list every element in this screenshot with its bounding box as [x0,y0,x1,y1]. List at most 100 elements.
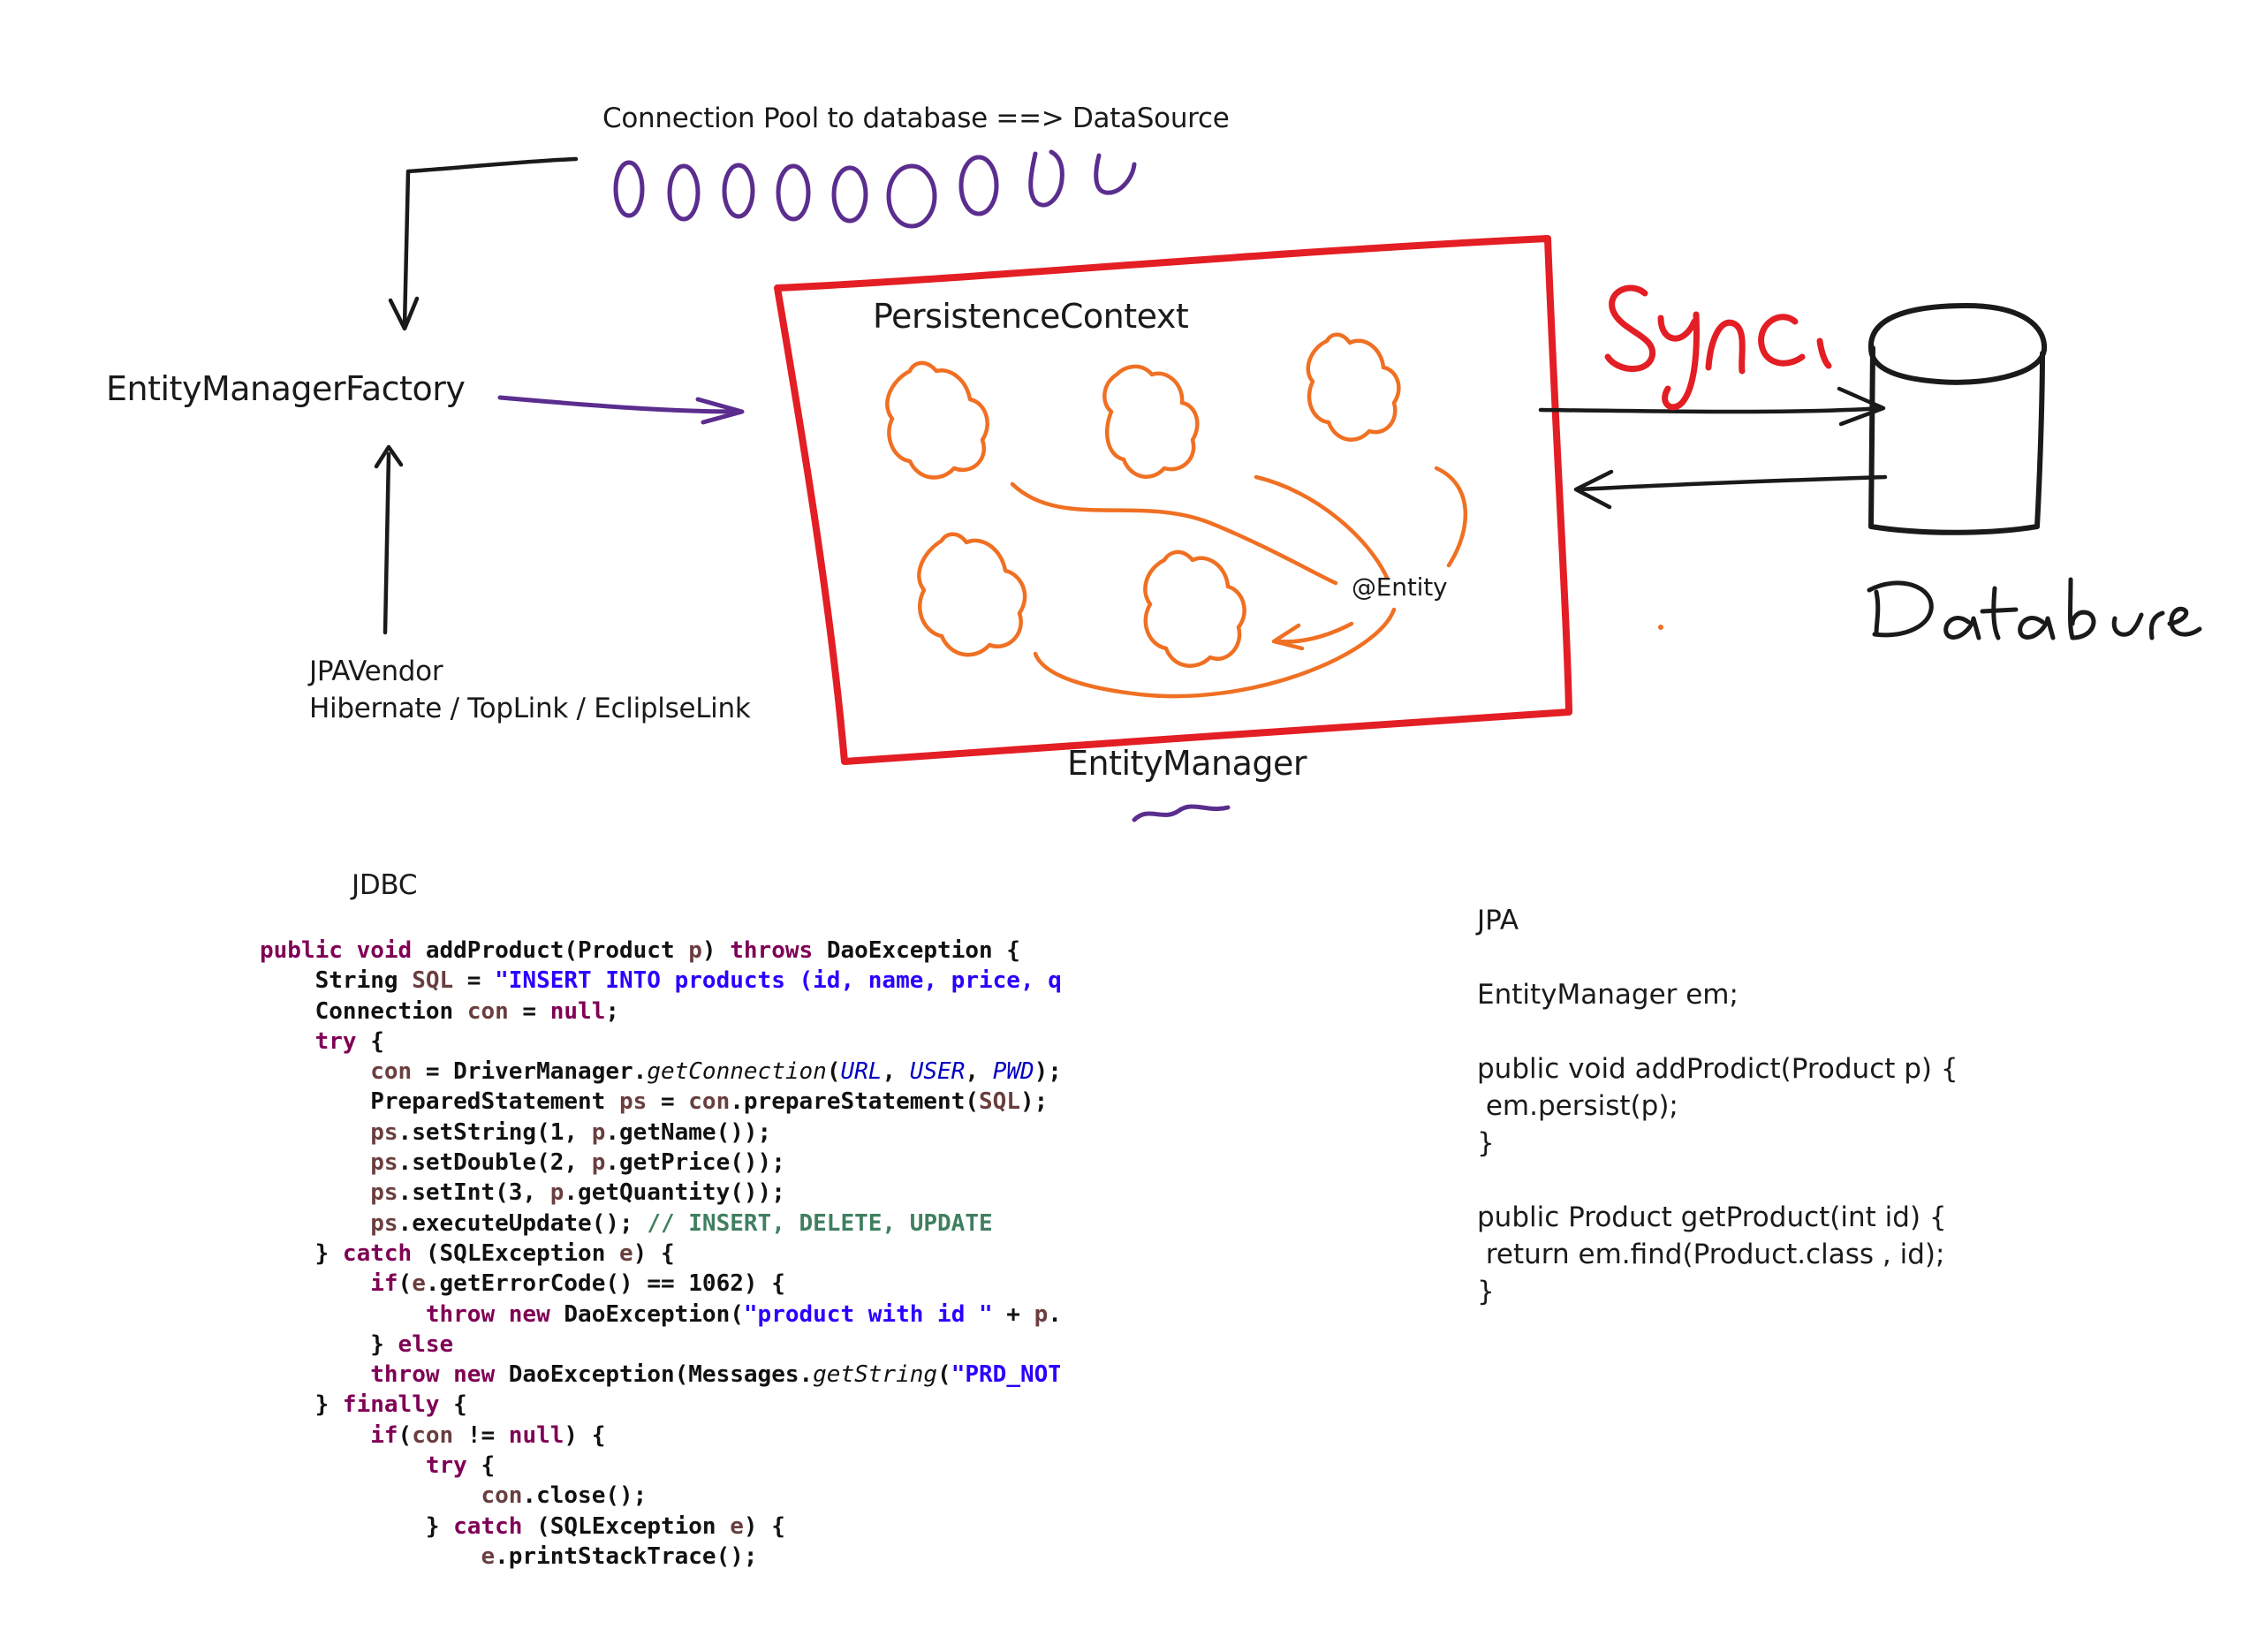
code-line: String SQL = "INSERT INTO products (id, … [260,966,1060,996]
code-token: DaoException { [826,937,1020,964]
code-line: throw new DaoException(Messages.getStrin… [260,1360,1060,1390]
code-token: try [314,1027,357,1055]
jpa-line [1477,1016,1958,1053]
code-token: { [439,1391,467,1419]
code-token: DaoException( [564,1300,744,1328]
code-token: con [466,997,509,1025]
code-token: .close(); [522,1482,648,1510]
code-line: } else [260,1330,1060,1360]
code-token: , [882,1058,910,1086]
connection-pool-label: Connection Pool to database ==> DataSour… [602,102,1230,134]
code-line: } catch (SQLException e) { [260,1239,1060,1269]
entity-blob-2 [1102,364,1200,479]
code-token: con [412,1421,454,1449]
jpa-line: } [1477,1127,1495,1159]
jdbc-code-block: public void addProduct(Product p) throws… [260,936,1060,1572]
code-line: PreparedStatement ps = con.prepareStatem… [260,1087,1060,1117]
code-token: , [965,1058,993,1086]
code-token: = [453,967,496,995]
code-token: ps [370,1209,398,1237]
code-token: // INSERT, DELETE, UPDATE [647,1209,993,1237]
jpa-vendor-label: JPAVendor [309,655,443,687]
jdbc-title: JDBC [352,869,418,901]
code-token [260,1179,370,1206]
code-token: ) { [743,1512,785,1540]
code-token: ps [370,1118,398,1146]
code-line: throw new DaoException("product with id … [260,1300,1060,1330]
code-token: catch [453,1512,523,1540]
code-line: e.printStackTrace(); [260,1542,1060,1572]
code-token: } [260,1239,343,1267]
code-token [260,1422,370,1449]
jpa-title: JPA [1477,905,1519,936]
code-line: if(e.getErrorCode() == 1062) { [260,1269,1060,1299]
jpa-vendor-list: Hibernate / TopLink / EcliplseLink [309,693,751,724]
database-icon [1867,303,2048,535]
persistence-context-box [774,235,1572,765]
jpa-line: public void addProdict(Product p) { [1477,1053,1958,1085]
code-token: "product with id " [743,1300,993,1328]
code-token: public void [260,937,426,964]
entity-annotation-label: @Entity [1352,572,1448,602]
code-token: "PRD_NOT_A [951,1361,1060,1389]
code-token: e [412,1270,426,1298]
code-token: .setString(1, [398,1118,592,1146]
code-token: SQL [412,967,454,995]
code-line: public void addProduct(Product p) throws… [260,936,1060,966]
code-line: } finally { [260,1390,1060,1420]
code-token [260,1543,481,1570]
code-token: } [260,1512,454,1540]
code-line: ps.setDouble(2, p.getPrice()); [260,1148,1060,1178]
code-token: ( [398,1270,413,1298]
code-token: throw new [370,1361,509,1389]
jpa-line [1477,1164,1958,1201]
code-token: .setInt(3, [398,1179,550,1207]
entity-manager-underline [1132,804,1231,822]
code-token: String [260,967,413,995]
code-line: try { [260,1027,1060,1057]
code-token: ; [605,997,620,1025]
code-token: = [508,997,550,1025]
code-token [260,1149,370,1176]
code-token: null [508,1421,564,1449]
sync-label [1604,284,1832,411]
code-token: (SQLException [412,1239,620,1267]
entity-blob-1 [885,360,989,480]
code-token: con [688,1088,731,1116]
vendor-to-emf-arrow [374,444,404,635]
code-token: .getQuantity()); [564,1179,785,1207]
code-line: ps.executeUpdate(); // INSERT, DELETE, U… [260,1209,1060,1239]
code-token: ( [826,1058,841,1086]
jpa-code-block: JPA EntityManager em; public void addPro… [1477,905,1958,1313]
code-token [260,1452,426,1479]
code-token: + [992,1300,1034,1328]
code-token: .getName()); [605,1118,772,1146]
entity-blob-4 [917,532,1027,657]
jpa-line: } [1477,1276,1495,1307]
code-token: p [591,1149,606,1177]
code-token [260,1210,370,1237]
code-token: ) [701,937,731,964]
code-token: SQL [979,1088,1020,1116]
code-token: ps [370,1149,398,1177]
persistence-context-label: PersistenceContext [873,297,1189,336]
code-token: { [356,1027,384,1055]
code-token: catch [342,1239,413,1267]
code-token: ) { [633,1239,675,1267]
code-token: ); [1034,1058,1060,1086]
code-token [260,1028,315,1055]
code-token: .prepareStatement( [730,1088,980,1116]
code-token: con [370,1058,413,1086]
entity-blobs [885,332,1468,699]
code-line: try { [260,1451,1060,1481]
code-token: PreparedStatement [260,1088,619,1116]
code-token: p [688,937,702,964]
connection-pool-icon [613,149,1137,229]
code-token: { [466,1452,496,1480]
code-token: != [453,1421,509,1449]
code-token: .setDouble(2, [398,1149,592,1177]
code-token [260,1058,370,1085]
code-token: (SQLException [522,1512,731,1540]
jpa-line: return em.find(Product.class , id); [1477,1239,1945,1270]
